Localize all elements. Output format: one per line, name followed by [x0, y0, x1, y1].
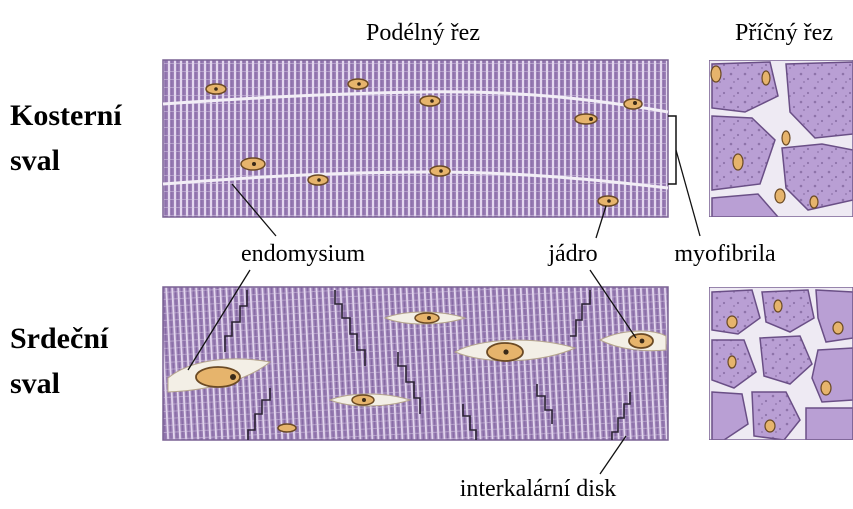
cardiac-cross-panel	[709, 287, 853, 440]
nucleus	[575, 114, 597, 124]
myofibril-bracket	[668, 116, 676, 184]
nucleus	[629, 334, 653, 348]
nucleus	[420, 96, 440, 106]
nucleus	[352, 395, 374, 405]
header-longitudinal: Podélný řez	[366, 20, 480, 46]
nucleus	[348, 79, 368, 89]
row-label-skeletal-line1: Kosterní	[10, 99, 122, 132]
header-cross: Příčný řez	[735, 20, 833, 46]
myofibril-leader	[676, 150, 700, 236]
row-label-cardiac-line2: sval	[10, 367, 60, 400]
label-nucleus: jádro	[547, 241, 597, 267]
label-intercalated-disc: interkalární disk	[460, 476, 617, 502]
nucleus	[487, 343, 523, 361]
label-endomysium: endomysium	[241, 241, 365, 267]
label-myofibril: myofibrila	[674, 241, 776, 267]
row-label-skeletal-line2: sval	[10, 144, 60, 177]
nucleus	[308, 175, 328, 185]
nucleus	[624, 99, 642, 109]
intercalated-disc-leader	[600, 436, 626, 474]
nucleus	[196, 367, 240, 387]
cardiac-longitudinal-panel	[163, 287, 668, 440]
nucleus	[278, 424, 296, 432]
row-label-cardiac-line1: Srdeční	[10, 322, 109, 355]
nucleus	[206, 84, 226, 94]
nucleus	[241, 158, 265, 170]
skeletal-cross-panel	[709, 60, 853, 217]
nucleus	[430, 166, 450, 176]
nucleus	[598, 196, 618, 206]
nucleus	[415, 313, 439, 323]
